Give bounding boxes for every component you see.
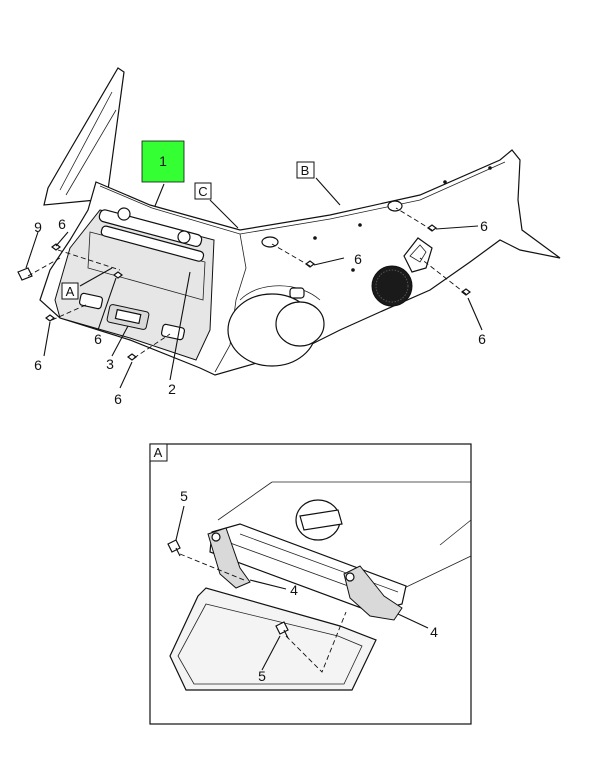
main-assembly <box>17 67 561 389</box>
fastener-6-upper-right <box>427 224 437 232</box>
detail-callout-4-left: 4 <box>290 582 298 598</box>
detail-title-box <box>149 443 168 462</box>
detail-view-a: A <box>149 443 472 725</box>
detail-callout-4-right: 4 <box>430 624 438 640</box>
screw-5-upper <box>167 539 181 557</box>
view-box-c-label: C <box>198 184 207 199</box>
screw-5-lower <box>275 621 289 639</box>
view-box-a-label: A <box>66 284 75 299</box>
detail-callout-5-lower: 5 <box>258 668 266 684</box>
fastener-6-right <box>461 288 471 296</box>
fastener-6-mid <box>305 260 315 268</box>
callout-6-d: 6 <box>114 391 122 407</box>
callout-3: 3 <box>106 356 114 372</box>
view-box-b-label: B <box>301 163 310 178</box>
callout-6-a: 6 <box>58 216 66 232</box>
callout-1-highlight: 1 <box>159 153 167 169</box>
callout-6-f: 6 <box>480 218 488 234</box>
callout-6-g: 6 <box>478 331 486 347</box>
fastener-6-left-lower <box>45 314 55 322</box>
callout-9: 9 <box>34 219 42 235</box>
callout-6-b: 6 <box>34 357 42 373</box>
view-box-b <box>296 161 315 179</box>
detail-callout-5-upper: 5 <box>180 488 188 504</box>
callout-2: 2 <box>168 381 176 397</box>
highlight-callout-box <box>141 140 185 183</box>
detail-title: A <box>154 445 163 460</box>
callout-6-e: 6 <box>354 251 362 267</box>
fastener-6-console <box>113 271 123 279</box>
fastener-6-left-upper <box>51 243 61 251</box>
callout-6-c: 6 <box>94 331 102 347</box>
view-box-c <box>194 182 212 200</box>
view-box-a <box>61 282 79 300</box>
